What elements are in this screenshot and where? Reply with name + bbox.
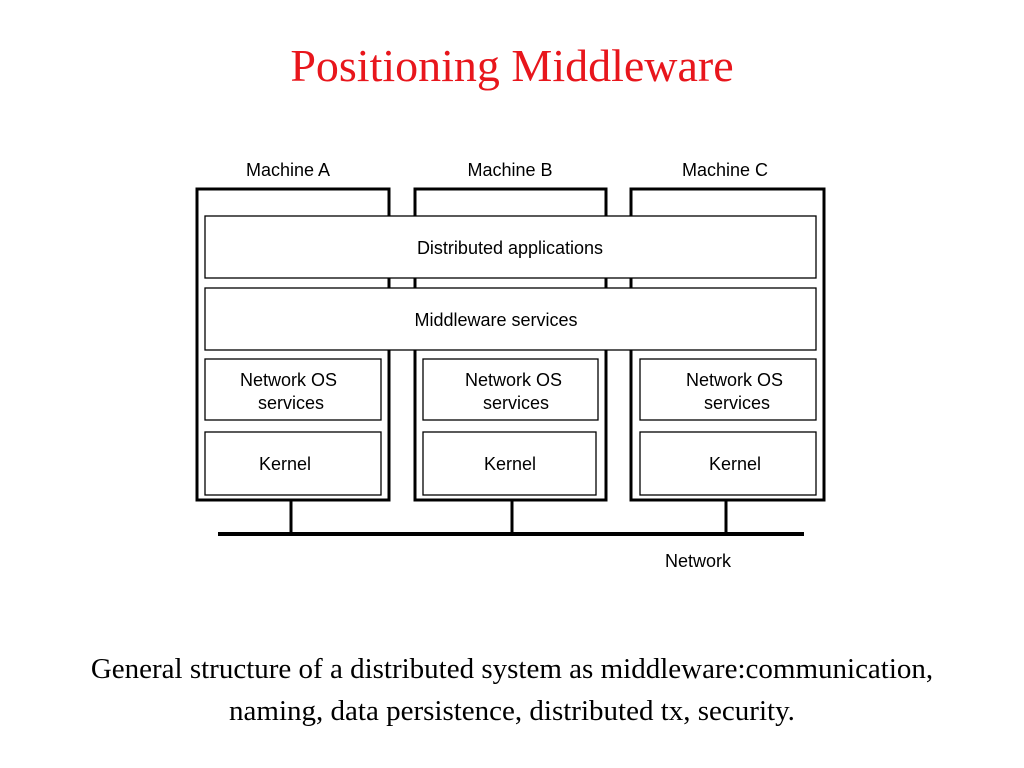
- machine-c-network-os-box: [639, 358, 817, 421]
- machine-a-network-os-box: [204, 358, 382, 421]
- caption-line-1: General structure of a distributed syste…: [90, 653, 934, 685]
- network-label: Network: [665, 551, 732, 571]
- machine-b-kernel-label: Kernel: [484, 454, 536, 474]
- machine-a-network-os-line2: services: [258, 393, 324, 413]
- slide-caption: General structure of a distributed syste…: [0, 648, 1024, 732]
- machine-a-kernel-label: Kernel: [259, 454, 311, 474]
- machine-c-kernel-box: [639, 431, 817, 496]
- machine-c-kernel-label: Kernel: [709, 454, 761, 474]
- machine-a-network-os-line1: Network OS: [240, 370, 337, 390]
- machine-b-network-os-label: Network OS services: [465, 370, 567, 413]
- machine-b-network-os-line1: Network OS: [465, 370, 562, 390]
- distributed-applications-label: Distributed applications: [417, 238, 603, 258]
- machine-c-network-os-line1: Network OS: [686, 370, 783, 390]
- slide-title: Positioning Middleware: [290, 40, 734, 91]
- machine-a-network-os-label: Network OS services: [240, 370, 342, 413]
- distributed-applications-layer: [204, 215, 817, 279]
- middleware-services-label: Middleware services: [414, 310, 577, 330]
- caption-line-2: naming, data persistence, distributed tx…: [229, 695, 795, 727]
- middleware-services-layer: [204, 287, 817, 351]
- machine-c-network-os-line2: services: [704, 393, 770, 413]
- machine-b-network-os-line2: services: [483, 393, 549, 413]
- machine-c-label: Machine C: [682, 160, 768, 180]
- machine-a-kernel-box: [204, 431, 382, 496]
- machine-b-label: Machine B: [467, 160, 552, 180]
- machine-b-kernel-box: [422, 431, 597, 496]
- machine-c-network-os-label: Network OS services: [686, 370, 788, 413]
- machine-b-network-os-box: [422, 358, 599, 421]
- machine-a-label: Machine A: [246, 160, 330, 180]
